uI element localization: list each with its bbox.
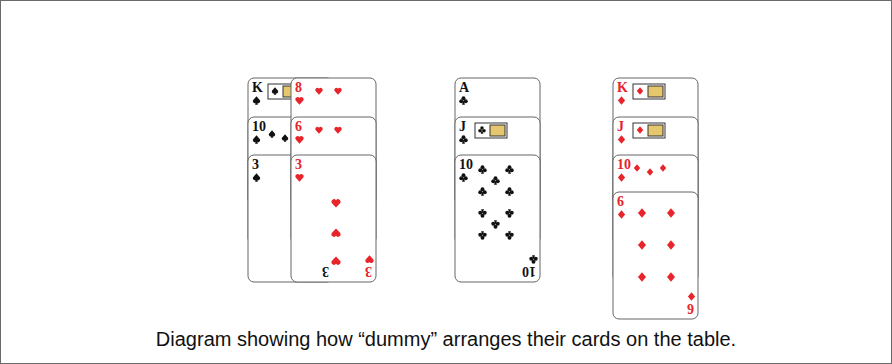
card-index: 10 xyxy=(617,157,631,172)
playing-card: 8 xyxy=(291,78,376,117)
playing-card: J xyxy=(613,117,698,155)
playing-card: 10 xyxy=(248,117,333,155)
card-index: J xyxy=(459,119,466,134)
playing-card: K xyxy=(613,78,698,117)
playing-card: 33 xyxy=(248,155,333,282)
card-index-inverted: 3 xyxy=(365,264,372,279)
card-index: 3 xyxy=(252,157,259,172)
card-index: 8 xyxy=(295,80,302,95)
playing-card: 10 xyxy=(613,155,698,192)
playing-card: K xyxy=(248,78,333,117)
card-index: K xyxy=(252,80,263,95)
playing-card: J xyxy=(455,117,540,155)
card-index: J xyxy=(617,119,624,134)
card-index: 10 xyxy=(459,157,473,172)
playing-card: A xyxy=(455,78,540,117)
card-index: 6 xyxy=(295,119,302,134)
card-index: 6 xyxy=(617,194,624,209)
card-index-inverted: 3 xyxy=(322,264,329,279)
card-index-inverted: 10 xyxy=(522,264,536,279)
caption: Diagram showing how “dummy” arranges the… xyxy=(0,326,892,352)
card-index: K xyxy=(617,80,628,95)
card-index-inverted: 6 xyxy=(687,301,694,316)
playing-card: 66 xyxy=(613,192,698,319)
card-index: 10 xyxy=(252,119,266,134)
card-index: 3 xyxy=(295,157,302,172)
playing-card: 10 10 xyxy=(455,155,540,282)
playing-card: 33 xyxy=(291,155,376,282)
card-index: A xyxy=(459,80,469,95)
playing-card: 6 xyxy=(291,117,376,155)
